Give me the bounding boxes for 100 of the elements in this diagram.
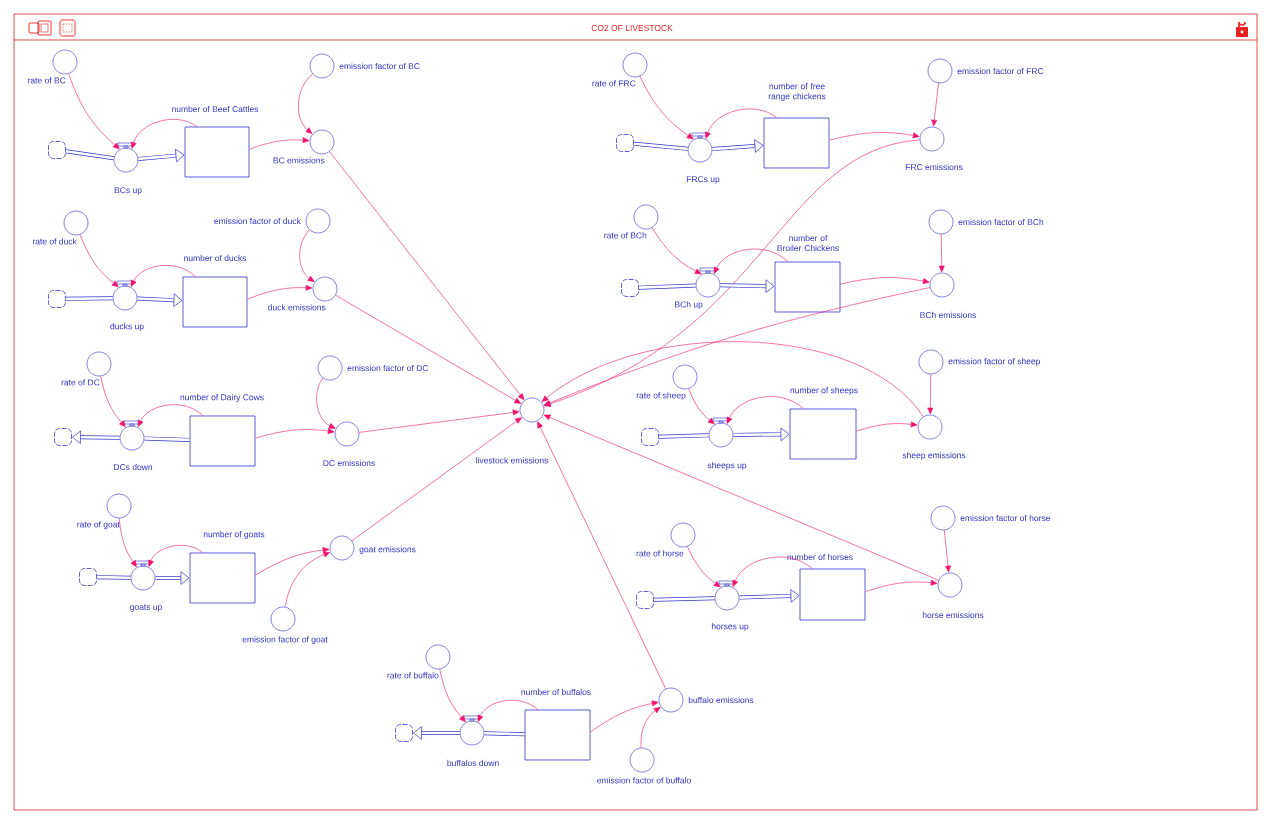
connector-arrow <box>705 108 777 139</box>
connector-arrow <box>130 265 196 287</box>
variable-label: BCh emissions <box>920 311 976 319</box>
flow-label: BCs up <box>114 187 142 195</box>
variable-label: BC emissions <box>273 157 325 164</box>
connector-arrow <box>439 668 466 723</box>
connector-arrow <box>639 76 694 140</box>
connector-arrow <box>543 287 931 406</box>
connector-arrow <box>840 277 930 285</box>
cloud-symbol <box>621 279 639 297</box>
flow-pipe <box>720 279 775 293</box>
flow-label: DCs down <box>114 463 153 471</box>
stock-label: number of sheeps <box>790 387 858 395</box>
flow-pipe <box>638 283 696 290</box>
flow-pipe <box>144 436 190 442</box>
variable-label: emission factor of duck <box>214 217 301 225</box>
variable-label: DC emissions <box>323 459 375 467</box>
connector-arrow <box>541 341 924 417</box>
flow-label: sheeps up <box>707 462 747 470</box>
variable-label: rate of FRC <box>592 80 636 87</box>
connector-arrow <box>68 73 120 150</box>
stock-label: number of Beef Cattles <box>172 105 259 113</box>
variable-label: rate of DC <box>61 379 100 386</box>
variable-label: emission factor of sheep <box>948 358 1040 366</box>
cloud-symbol <box>48 141 66 159</box>
stock-label: number of Dairy Cows <box>180 394 264 402</box>
connector-arrow <box>118 518 137 567</box>
connector-arrow <box>358 409 520 433</box>
flow-pipe <box>653 596 715 602</box>
cloud-symbol <box>395 724 413 742</box>
variable-label: rate of goat <box>77 521 120 530</box>
connector-arrow <box>335 294 522 404</box>
variable-label: emission factor of FRC <box>957 67 1044 75</box>
variable-label: goat emissions <box>359 546 416 554</box>
connector-arrow <box>316 377 336 429</box>
connector-arrow <box>299 229 315 282</box>
flow-pipe <box>739 589 800 603</box>
variable-label: emission factor of BCh <box>958 218 1044 226</box>
connector-arrow <box>284 551 331 608</box>
cloud-symbol <box>616 134 634 152</box>
flow-label: BCh up <box>675 301 703 310</box>
flow-pipe <box>712 139 764 153</box>
variable-label: emission factor of buffalo <box>597 777 691 784</box>
stock-label: number of horses <box>787 553 853 561</box>
variable-label: duck emissions <box>268 304 326 311</box>
stock-label: number of ducks <box>184 254 247 262</box>
connector-arrow <box>544 139 921 407</box>
connector-arrow <box>79 234 119 288</box>
connector-arrow <box>100 375 126 428</box>
connector-arrow <box>688 388 715 425</box>
flow-label: goats up <box>130 604 162 612</box>
variable-label: emission factor of goat <box>242 636 328 645</box>
flow-label: horses up <box>711 623 749 631</box>
variable-label: buffalo emissions <box>688 696 754 704</box>
flow-pipe <box>633 141 688 151</box>
stock-label: number of buffalos <box>521 688 591 696</box>
connector-arrow <box>687 546 721 588</box>
connector-arrow <box>865 579 938 592</box>
connector-arrow <box>713 248 788 274</box>
variable-label: rate of sheep <box>636 392 686 401</box>
variable-label: rate of duck <box>32 238 77 245</box>
stock-label: number of free range chickens <box>768 83 826 101</box>
cloud-symbol <box>54 428 72 446</box>
connector-arrow <box>148 545 203 567</box>
connector-arrow <box>944 529 951 573</box>
flow-pipe <box>65 149 115 161</box>
variable-label: FRC emissions <box>905 163 963 171</box>
flow-pipe <box>72 430 120 444</box>
connector-arrow <box>137 404 203 427</box>
connector-arrow <box>726 396 804 424</box>
variable-label: emission factor of horse <box>960 514 1051 522</box>
connector-arrow <box>927 374 934 415</box>
variable-label: emission factor of BC <box>339 62 420 70</box>
variable-label: rate of horse <box>636 550 684 557</box>
variable-label: sheep emissions <box>902 452 966 460</box>
connector-arrow <box>590 700 659 733</box>
flow-label: buffalos down <box>447 759 499 767</box>
flow-pipe <box>413 726 460 740</box>
connector-arrow <box>732 556 813 587</box>
stock-label: number of Broiler Chickens <box>777 234 839 252</box>
variable-label: rate of buffalo <box>387 672 439 679</box>
connector-arrow <box>651 227 702 275</box>
variable-label: rate of BCh <box>604 232 647 239</box>
flow-label: ducks up <box>110 323 144 331</box>
cloud-symbol <box>48 290 66 308</box>
window-title: CO2 OF LIVESTOCK <box>591 25 673 31</box>
connector-arrow <box>931 82 939 127</box>
flow-label: FRCs up <box>686 176 720 184</box>
variable-label: emission factor of DC <box>347 364 429 372</box>
flow-pipe <box>137 293 183 307</box>
cloud-symbol <box>636 591 654 609</box>
connector-arrow <box>130 119 198 149</box>
flow-pipe <box>96 575 131 580</box>
connector-arrow <box>247 284 313 300</box>
flow-pipe <box>138 148 185 163</box>
connector-arrow <box>543 414 939 581</box>
flow-pipe <box>733 427 790 442</box>
connector-arrow <box>537 421 666 690</box>
connector-arrow <box>856 421 918 432</box>
connector-arrow <box>640 707 661 749</box>
